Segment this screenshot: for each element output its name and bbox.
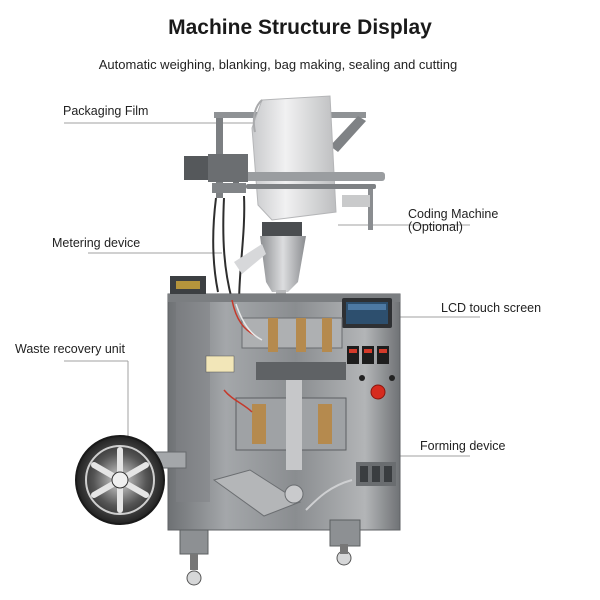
lcd-touch-screen xyxy=(342,298,392,328)
forming-device xyxy=(305,462,396,511)
coding-motor xyxy=(184,154,248,193)
diagram-title: Machine Structure Display xyxy=(168,16,432,39)
label-forming-device: Forming device xyxy=(420,439,506,453)
machine-legs xyxy=(179,519,361,586)
leader-lines xyxy=(64,122,480,457)
diagram-subtitle: Automatic weighing, blanking, bag making… xyxy=(98,57,458,72)
output-chute xyxy=(212,469,304,517)
label-packaging-film: Packaging Film xyxy=(63,104,149,118)
packaging-film-web xyxy=(251,95,337,221)
label-waste-recovery-unit: Waste recovery unit xyxy=(15,342,125,356)
filling-mechanism xyxy=(235,317,347,470)
warning-label xyxy=(205,355,235,373)
label-coding-machine-line1: Coding Machine xyxy=(408,207,499,221)
label-coding-machine-line2: (Optional) xyxy=(408,220,463,234)
temperature-controllers xyxy=(347,346,389,364)
waste-recovery-reel xyxy=(75,435,187,525)
caster-wheel-left xyxy=(186,570,202,586)
emergency-stop-button xyxy=(370,384,386,400)
colored-wires xyxy=(223,299,263,413)
label-coding-machine: Coding Machine (Optional) xyxy=(408,208,498,234)
label-lcd-touch-screen: LCD touch screen xyxy=(441,301,542,315)
label-metering-device: Metering device xyxy=(52,236,141,250)
film-guide-rollers xyxy=(240,172,385,207)
